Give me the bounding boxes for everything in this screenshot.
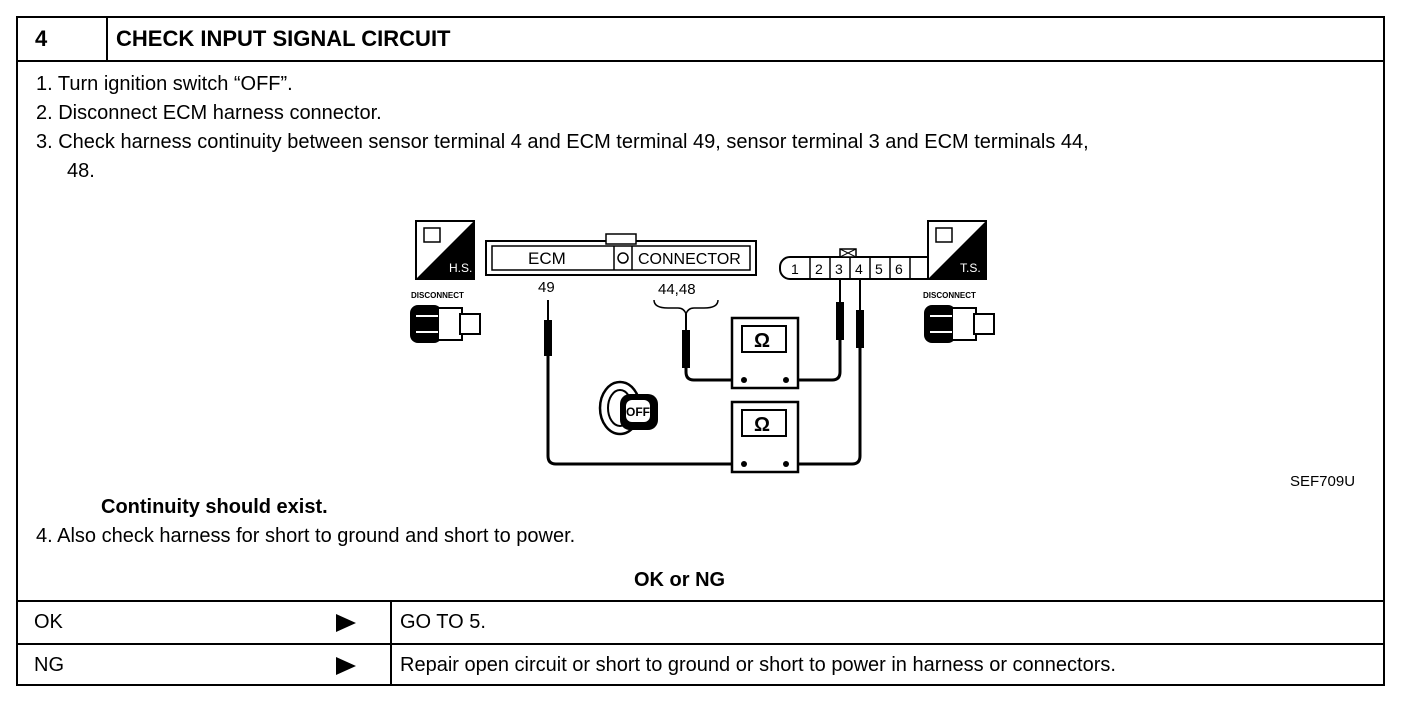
ts-label: T.S.	[960, 261, 981, 275]
sensor-pin-4: 4	[855, 261, 863, 277]
outcome-label-ok: OK	[34, 611, 63, 633]
sensor-pin-1: 1	[791, 261, 799, 277]
step-4: 4. Also check harness for short to groun…	[36, 525, 576, 547]
hs-label: H.S.	[449, 261, 472, 275]
sensor-pin-2: 2	[815, 261, 823, 277]
ecm-label: ECM	[528, 249, 566, 268]
header-divider	[106, 18, 108, 60]
ignition-key-icon: OFF	[598, 380, 658, 436]
outcome-rule-top	[18, 600, 1383, 602]
probe-sensor-4	[790, 279, 864, 466]
disconnect-left-icon	[410, 305, 481, 343]
probe-ecm-44-48	[682, 314, 740, 382]
step-3: 3. Check harness continuity between sens…	[36, 131, 1089, 153]
disconnect-right-icon	[924, 305, 995, 343]
step-title: CHECK INPUT SIGNAL CIRCUIT	[116, 26, 451, 51]
sensor-pin-5: 5	[875, 261, 883, 277]
disconnect-right-label: DISCONNECT	[923, 291, 976, 300]
ohmmeter-upper: Ω	[730, 316, 800, 390]
sensor-pin-6: 6	[895, 261, 903, 277]
header-rule	[18, 60, 1383, 62]
wiring-diagram: H.S. DISCONNECT ECM CONNECTOR 49 44,48	[410, 220, 1355, 490]
step-1: 1. Turn ignition switch “OFF”.	[36, 73, 293, 95]
hs-badge: H.S.	[415, 220, 475, 280]
pin-44-48-label: 44,48	[658, 281, 696, 298]
ohm-symbol-lower: Ω	[754, 414, 770, 436]
probe-ecm-49	[544, 300, 740, 466]
outcome-action-ok: GO TO 5.	[400, 611, 486, 633]
ok-ng-heading: OK or NG	[634, 569, 726, 591]
step-3-continued: 48.	[67, 160, 95, 182]
procedure-table: 4 CHECK INPUT SIGNAL CIRCUIT 1. Turn ign…	[16, 16, 1385, 686]
connector-label: CONNECTOR	[638, 251, 741, 268]
pin-49-label: 49	[538, 279, 555, 296]
ohmmeter-lower: Ω	[730, 400, 800, 474]
outcome-label-ng: NG	[34, 654, 64, 676]
disconnect-left-label: DISCONNECT	[411, 291, 464, 300]
arrow-right-icon	[336, 657, 356, 675]
step-number: 4	[35, 26, 48, 51]
sensor-connector: 1 2 3 4 5 6	[779, 248, 951, 280]
outcome-action-ng: Repair open circuit or short to ground o…	[400, 654, 1116, 676]
outcome-divider	[390, 600, 392, 686]
ohm-symbol-upper: Ω	[754, 330, 770, 352]
arrow-right-icon	[336, 614, 356, 632]
outcome-rule-mid	[18, 643, 1383, 645]
ecm-connector: ECM CONNECTOR	[485, 233, 757, 276]
ts-badge: T.S.	[927, 220, 987, 280]
step-2: 2. Disconnect ECM harness connector.	[36, 102, 382, 124]
key-off-label: OFF	[626, 405, 650, 419]
figure-code: SEF709U	[1290, 473, 1355, 490]
probe-sensor-3	[790, 279, 844, 382]
sensor-pin-3: 3	[835, 261, 843, 277]
continuity-note: Continuity should exist.	[101, 496, 328, 518]
